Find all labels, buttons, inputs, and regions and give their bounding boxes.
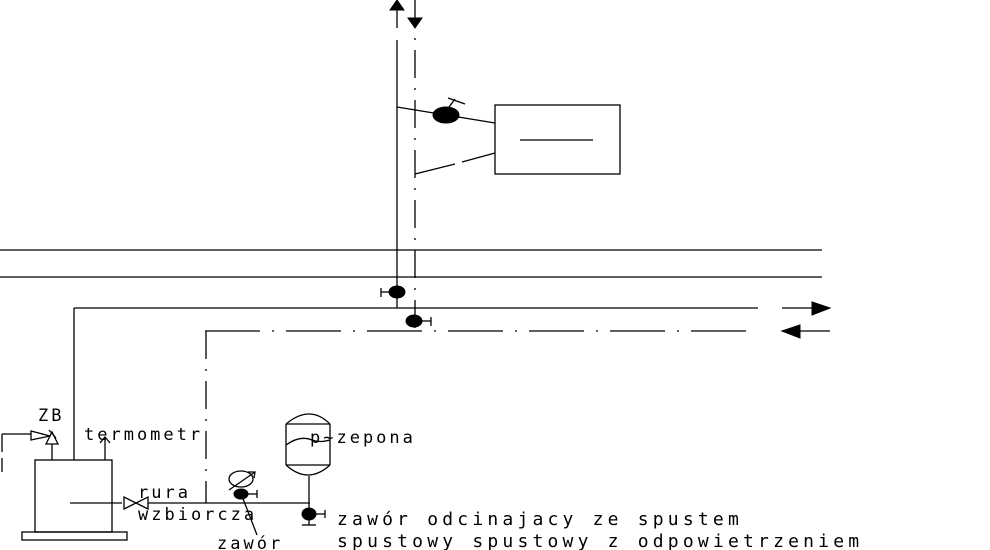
riser-return-valve [405, 314, 432, 328]
main-supply-pipe [73, 301, 832, 460]
arrow-up-icon [389, 0, 405, 11]
radiator-supply-branch [396, 97, 496, 124]
expansion-vessel [285, 413, 331, 503]
gauge-icon [228, 470, 254, 488]
label-zawor-odcinajacy-1: zawór odcinajacy ze spustem [337, 509, 743, 530]
thermometer [99, 435, 111, 460]
label-rura: rura [138, 483, 191, 503]
label-zawor: zawór [217, 534, 283, 550]
label-zawor-odcinajacy-2: spustowy spustowy z odpowietrzeniem [337, 531, 863, 550]
arrow-left-icon [780, 324, 801, 339]
arrow-down-icon [407, 17, 423, 29]
riser-return [407, 0, 423, 330]
boiler [21, 459, 128, 541]
arrow-right-icon [811, 301, 832, 316]
main-return-pipe [205, 324, 830, 503]
radiator [494, 104, 621, 175]
riser-supply [389, 0, 405, 308]
expansion-pipe [70, 495, 310, 511]
safety-valve [1, 429, 60, 472]
label-zb: ZB [38, 406, 64, 426]
radiator-valve-icon [432, 106, 460, 124]
riser-supply-valve [380, 285, 406, 299]
drain-valve [228, 470, 258, 536]
label-wzbiorcza: wzbiorcza [138, 505, 257, 525]
shutoff-valve-with-drain [301, 503, 326, 526]
radiator-return-branch [414, 152, 496, 175]
label-termometr: termometr [84, 425, 203, 445]
label-przepona: p~zepona [310, 428, 416, 448]
